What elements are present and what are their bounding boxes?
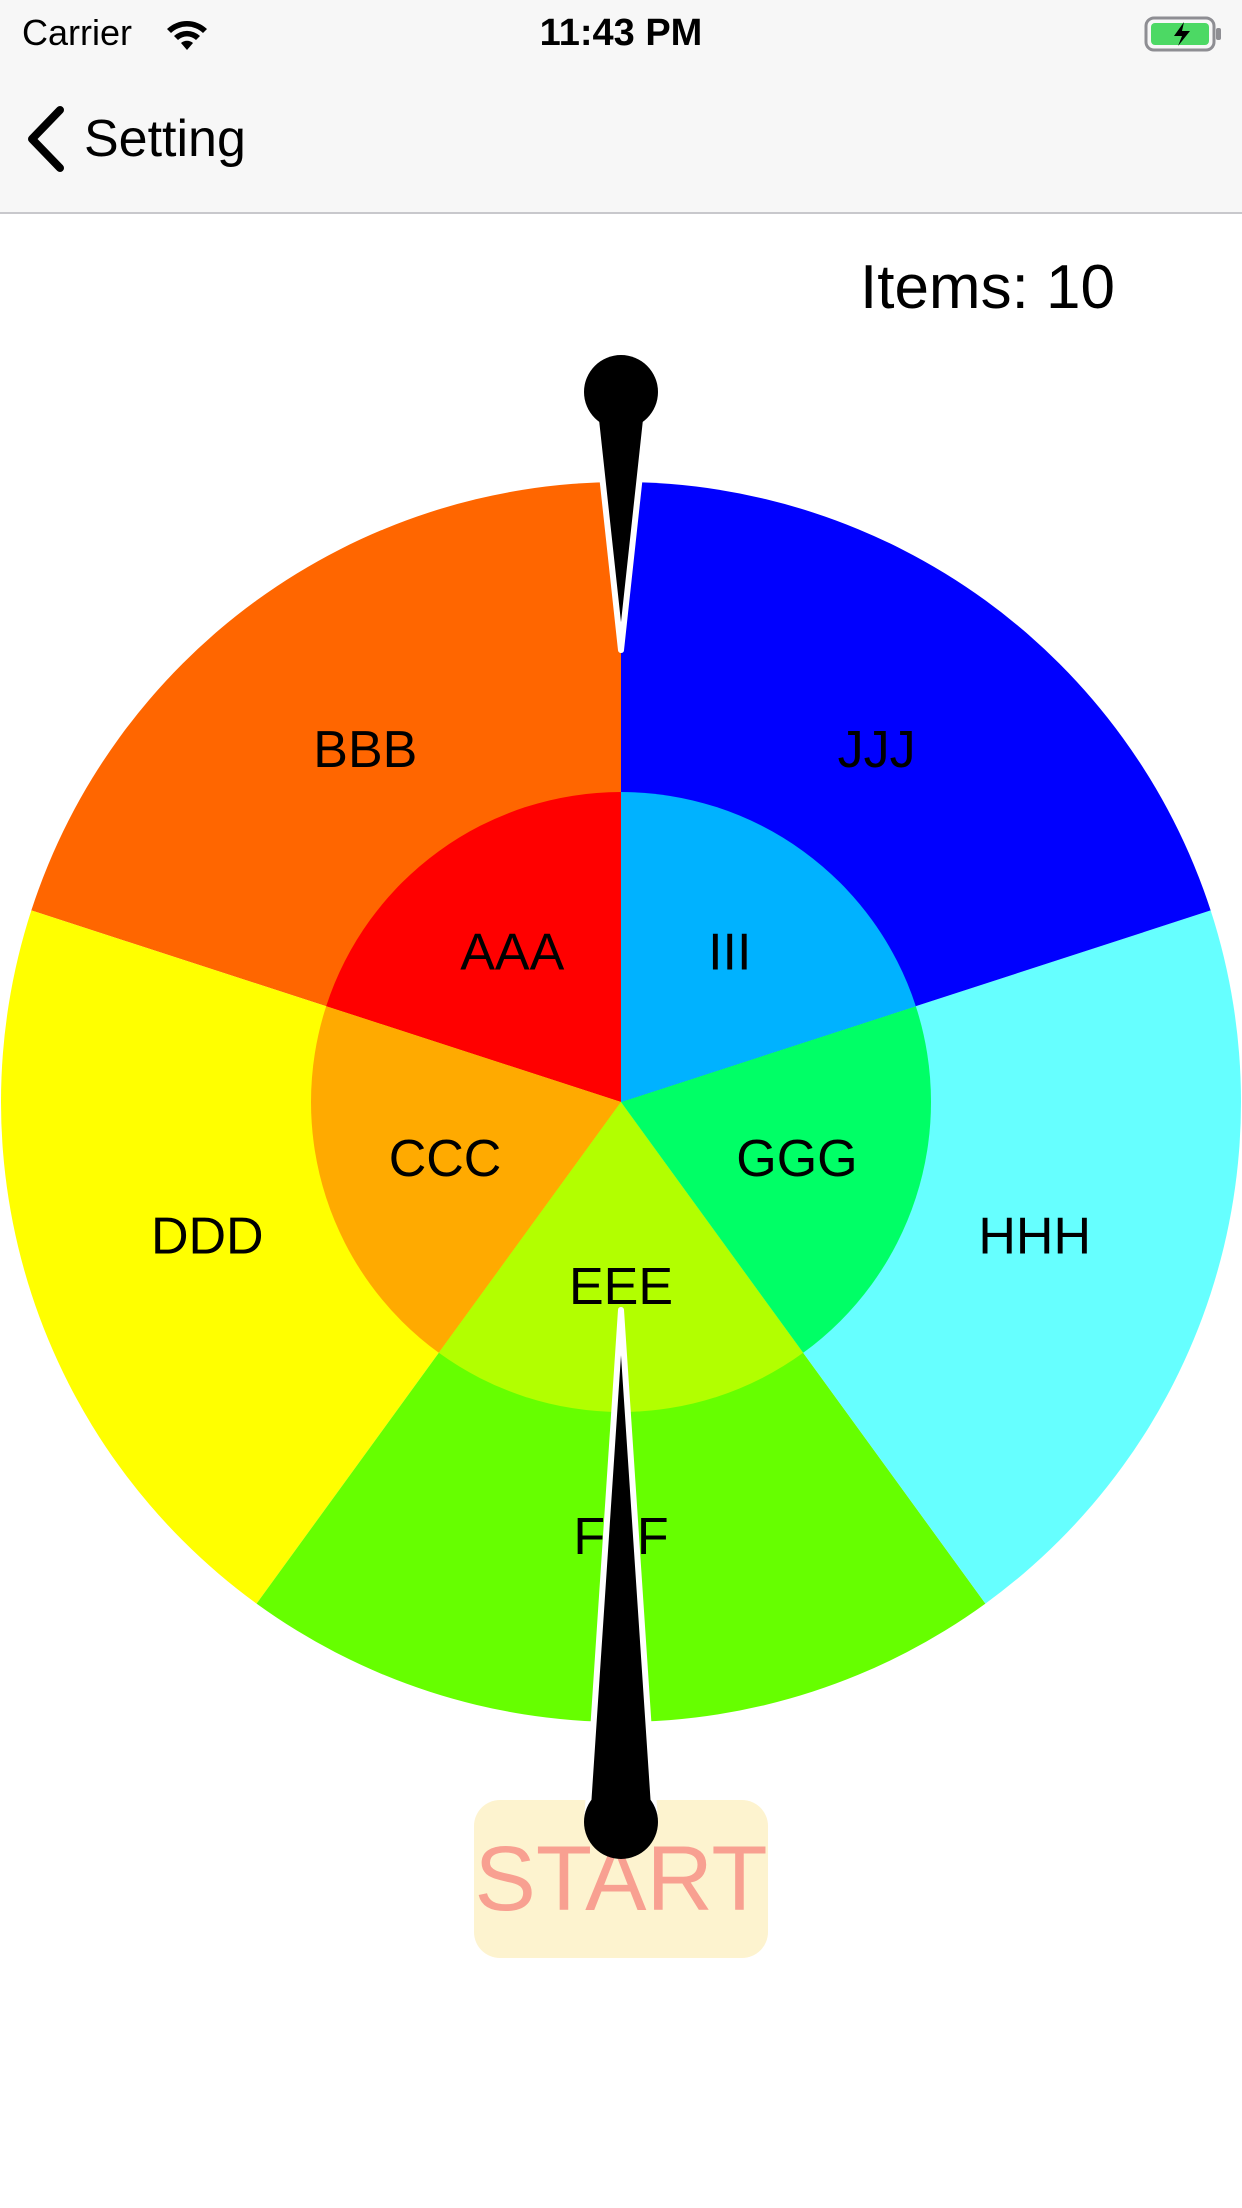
status-bar: Carrier 11:43 PM [0,0,1242,66]
inner-segment-ccc [310,1006,621,1353]
outer-label-jjj: JJJ [838,721,916,779]
start-button[interactable]: START [474,1800,768,1958]
inner-segment-ggg [621,1006,931,1353]
inner-segment-aaa [326,792,621,1102]
chevron-left-icon [28,106,64,172]
battery-charging-icon [1144,16,1221,52]
outer-label-hhh: HHH [978,1207,1091,1265]
items-count-label: Items: 10 [860,253,1115,322]
inner-label-eee: EEE [569,1258,673,1316]
inner-label-aaa: AAA [460,923,564,981]
spin-wheel: BBB DDD FFF HHH JJJ AAA CCC EEE GGG III [1,481,1241,1723]
navigation-bar: Setting [0,66,1242,214]
back-button[interactable]: Setting [22,104,246,174]
inner-label-iii: III [708,923,751,981]
inner-label-ccc: CCC [389,1130,502,1188]
wifi-icon [167,21,207,50]
back-label: Setting [84,110,246,168]
inner-segment-iii [621,792,916,1102]
outer-label-fff: FFF [573,1508,668,1566]
outer-label-ddd: DDD [151,1207,264,1265]
inner-segment-eee [438,1102,804,1412]
outer-label-bbb: BBB [313,721,417,779]
carrier-label: Carrier [22,12,133,53]
inner-label-ggg: GGG [736,1130,857,1188]
clock: 11:43 PM [539,12,703,54]
